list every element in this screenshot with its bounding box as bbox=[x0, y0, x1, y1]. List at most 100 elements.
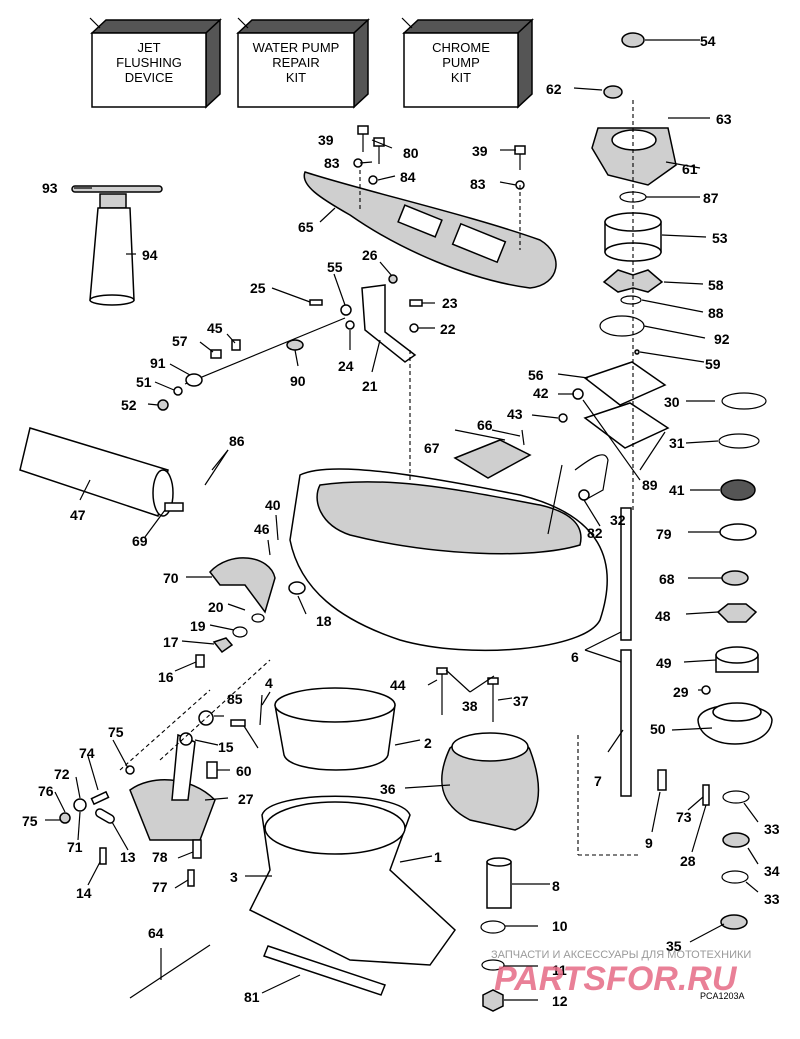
part-number-31: 31 bbox=[669, 435, 685, 451]
part-number-7: 7 bbox=[594, 773, 602, 789]
part-number-27: 27 bbox=[238, 791, 254, 807]
part-number-54: 54 bbox=[700, 33, 716, 49]
part-number-83: 83 bbox=[324, 155, 340, 171]
part-number-75: 75 bbox=[22, 813, 38, 829]
part-number-42: 42 bbox=[533, 385, 549, 401]
part-number-61: 61 bbox=[682, 161, 698, 177]
part-number-68: 68 bbox=[659, 571, 675, 587]
part-number-82: 82 bbox=[587, 525, 603, 541]
part-number-41: 41 bbox=[669, 482, 685, 498]
part-number-39: 39 bbox=[472, 143, 488, 159]
kit-box-line: WATER PUMP bbox=[253, 40, 340, 55]
part-number-57: 57 bbox=[172, 333, 188, 349]
part-number-1: 1 bbox=[434, 849, 442, 865]
drawing-code: PCA1203A bbox=[700, 991, 745, 1001]
part-number-40: 40 bbox=[265, 497, 281, 513]
part-number-66: 66 bbox=[477, 417, 493, 433]
part-number-55: 55 bbox=[327, 259, 343, 275]
part-number-58: 58 bbox=[708, 277, 724, 293]
part-number-3: 3 bbox=[230, 869, 238, 885]
part-number-12: 12 bbox=[552, 993, 568, 1009]
part-number-85: 85 bbox=[227, 691, 243, 707]
part-number-10: 10 bbox=[552, 918, 568, 934]
part-number-65: 65 bbox=[298, 219, 314, 235]
part-number-71: 71 bbox=[67, 839, 83, 855]
part-number-15: 15 bbox=[218, 739, 234, 755]
part-number-29: 29 bbox=[673, 684, 689, 700]
part-number-21: 21 bbox=[362, 378, 378, 394]
part-number-32: 32 bbox=[610, 512, 626, 528]
part-number-23: 23 bbox=[442, 295, 458, 311]
part-number-6: 6 bbox=[571, 649, 579, 665]
part-number-70: 70 bbox=[163, 570, 179, 586]
part-number-67: 67 bbox=[424, 440, 440, 456]
part-number-94: 94 bbox=[142, 247, 158, 263]
part-number-28: 28 bbox=[680, 853, 696, 869]
part-number-20: 20 bbox=[208, 599, 224, 615]
part-number-38: 38 bbox=[462, 698, 478, 714]
part-number-24: 24 bbox=[338, 358, 354, 374]
part-number-47: 47 bbox=[70, 507, 86, 523]
part-number-84: 84 bbox=[400, 169, 416, 185]
kit-box-line: REPAIR bbox=[272, 55, 319, 70]
part-number-18: 18 bbox=[316, 613, 332, 629]
part-number-49: 49 bbox=[656, 655, 672, 671]
part-number-83: 83 bbox=[470, 176, 486, 192]
part-number-8: 8 bbox=[552, 878, 560, 894]
part-number-53: 53 bbox=[712, 230, 728, 246]
part-number-35: 35 bbox=[666, 938, 682, 954]
kit-box-line: KIT bbox=[451, 70, 471, 85]
part-number-45: 45 bbox=[207, 320, 223, 336]
part-number-87: 87 bbox=[703, 190, 719, 206]
part-number-25: 25 bbox=[250, 280, 266, 296]
kit-box-jet-flushing-device: JET FLUSHING DEVICE bbox=[90, 18, 222, 109]
part-number-22: 22 bbox=[440, 321, 456, 337]
part-number-19: 19 bbox=[190, 618, 206, 634]
part-number-13: 13 bbox=[120, 849, 136, 865]
part-number-77: 77 bbox=[152, 879, 168, 895]
part-number-86: 86 bbox=[229, 433, 245, 449]
kit-box-chrome-pump-kit: CHROME PUMP KIT bbox=[402, 18, 534, 109]
part-number-92: 92 bbox=[714, 331, 730, 347]
part-number-labels: 5462633980838439836187939465532655582523… bbox=[22, 33, 780, 1009]
part-number-26: 26 bbox=[362, 247, 378, 263]
part-number-69: 69 bbox=[132, 533, 148, 549]
part-number-4: 4 bbox=[265, 675, 273, 691]
part-number-72: 72 bbox=[54, 766, 70, 782]
part-number-62: 62 bbox=[546, 81, 562, 97]
part-number-91: 91 bbox=[150, 355, 166, 371]
part-number-17: 17 bbox=[163, 634, 179, 650]
watermark: ЗАПЧАСТИ И АКСЕССУАРЫ ДЛЯ МОТОТЕХНИКИ PA… bbox=[491, 949, 751, 998]
part-number-33: 33 bbox=[764, 821, 780, 837]
part-number-50: 50 bbox=[650, 721, 666, 737]
part-number-30: 30 bbox=[664, 394, 680, 410]
kit-box-line: DEVICE bbox=[125, 70, 174, 85]
part-number-46: 46 bbox=[254, 521, 270, 537]
part-number-33: 33 bbox=[764, 891, 780, 907]
part-number-79: 79 bbox=[656, 526, 672, 542]
part-number-56: 56 bbox=[528, 367, 544, 383]
part-number-52: 52 bbox=[121, 397, 137, 413]
watermark-tagline: ЗАПЧАСТИ И АКСЕССУАРЫ ДЛЯ МОТОТЕХНИКИ bbox=[491, 949, 751, 961]
part-number-43: 43 bbox=[507, 406, 523, 422]
kit-box-line: PUMP bbox=[442, 55, 480, 70]
kit-box-line: JET bbox=[137, 40, 160, 55]
part-number-9: 9 bbox=[645, 835, 653, 851]
kit-box-water-pump-repair-kit: WATER PUMP REPAIR KIT bbox=[236, 18, 370, 109]
part-number-34: 34 bbox=[764, 863, 780, 879]
part-number-14: 14 bbox=[76, 885, 92, 901]
part-number-89: 89 bbox=[642, 477, 658, 493]
part-number-63: 63 bbox=[716, 111, 732, 127]
part-number-44: 44 bbox=[390, 677, 406, 693]
part-number-51: 51 bbox=[136, 374, 152, 390]
part-number-60: 60 bbox=[236, 763, 252, 779]
part-number-90: 90 bbox=[290, 373, 306, 389]
part-number-81: 81 bbox=[244, 989, 260, 1005]
part-number-48: 48 bbox=[655, 608, 671, 624]
part-number-88: 88 bbox=[708, 305, 724, 321]
part-number-76: 76 bbox=[38, 783, 54, 799]
part-number-93: 93 bbox=[42, 180, 58, 196]
kit-box-line: CHROME bbox=[432, 40, 490, 55]
part-number-80: 80 bbox=[403, 145, 419, 161]
